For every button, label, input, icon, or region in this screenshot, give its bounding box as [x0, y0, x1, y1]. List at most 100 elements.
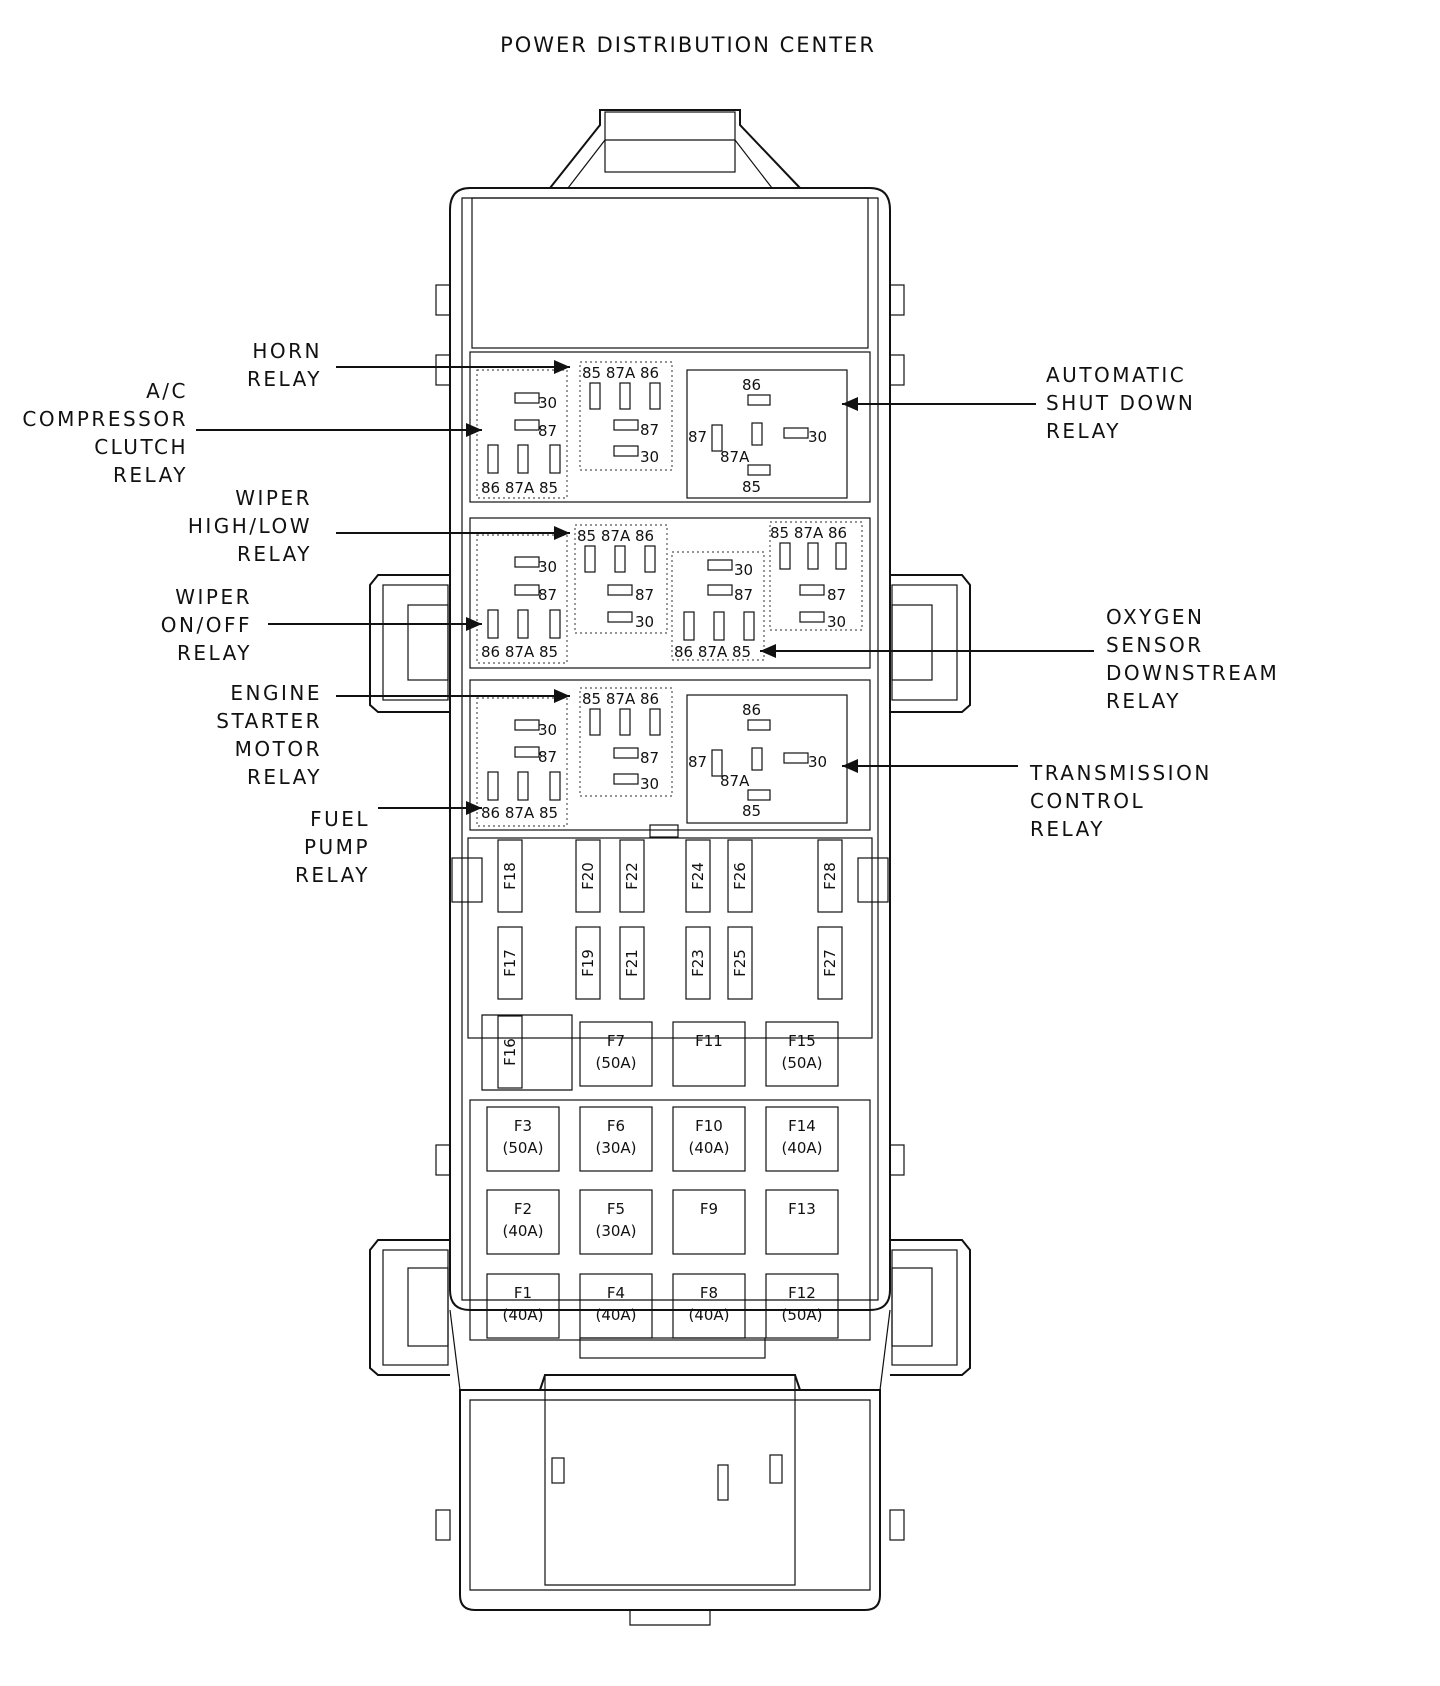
svg-text:F3: F3: [514, 1117, 532, 1135]
automatic-shut-down-relay: 86 87 30 87A 85: [686, 369, 848, 499]
mini-fuse-f24: F24: [685, 839, 711, 913]
maxi-fuse-f9: F9: [672, 1189, 746, 1255]
callout-oxygen-sensor-downstream-relay: OXYGEN SENSOR DOWNSTREAM RELAY: [760, 605, 1279, 713]
maxi-fuses: F7 (50A) F11 F15 (50A) F3 (50A) F6 (30A) F10 (40A)…: [486, 1021, 839, 1339]
wiper-on-off-relay: 30 87 86 87A 85: [476, 534, 568, 664]
svg-text:F10: F10: [695, 1117, 723, 1135]
svg-text:F2: F2: [514, 1200, 532, 1218]
svg-text:MOTOR: MOTOR: [235, 737, 322, 761]
svg-text:RELAY: RELAY: [1106, 689, 1181, 713]
mini-fuse-f22: F22: [619, 839, 645, 913]
svg-text:86 87A 85: 86 87A 85: [481, 479, 558, 497]
svg-text:HIGH/LOW: HIGH/LOW: [188, 514, 312, 538]
callout-transmission-control-relay: TRANSMISSION CONTROL RELAY: [842, 759, 1209, 841]
svg-text:F5: F5: [607, 1200, 625, 1218]
svg-text:RELAY: RELAY: [237, 542, 312, 566]
svg-text:FUEL: FUEL: [310, 807, 370, 831]
svg-text:F7: F7: [607, 1032, 625, 1050]
svg-text:RELAY: RELAY: [247, 367, 322, 391]
svg-text:F18: F18: [501, 862, 519, 890]
svg-text:87: 87: [688, 428, 707, 446]
svg-text:87A: 87A: [720, 448, 750, 466]
svg-text:F1: F1: [514, 1284, 532, 1302]
callout-fuel-pump-relay: FUEL PUMP RELAY: [295, 801, 482, 887]
maxi-fuse-f7: F7 (50A): [579, 1021, 653, 1087]
maxi-fuse-f13: F13: [765, 1189, 839, 1255]
svg-text:(50A): (50A): [781, 1054, 822, 1072]
svg-text:87: 87: [538, 422, 557, 440]
svg-text:(40A): (40A): [502, 1222, 543, 1240]
svg-text:F6: F6: [607, 1117, 625, 1135]
callout-automatic-shut-down-relay: AUTOMATIC SHUT DOWN RELAY: [842, 363, 1193, 443]
svg-text:F27: F27: [821, 949, 839, 977]
engine-starter-motor-relay: 85 87A 86 87 30: [579, 687, 673, 797]
svg-text:HORN: HORN: [252, 339, 322, 363]
svg-text:(40A): (40A): [688, 1139, 729, 1157]
svg-text:F24: F24: [689, 862, 707, 890]
svg-text:85 87A 86: 85 87A 86: [770, 524, 847, 542]
fuse-area: [467, 837, 873, 1359]
svg-text:87A: 87A: [720, 772, 750, 790]
maxi-fuse-f8: F8(40A): [672, 1273, 746, 1339]
svg-text:30: 30: [640, 448, 659, 466]
svg-text:87: 87: [688, 753, 707, 771]
svg-text:OXYGEN: OXYGEN: [1106, 605, 1204, 629]
svg-text:F12: F12: [788, 1284, 816, 1302]
svg-text:86: 86: [742, 376, 761, 394]
mini-fuse-f19: F19: [575, 926, 601, 1000]
svg-text:F15: F15: [788, 1032, 816, 1050]
callout-horn-relay: HORN RELAY: [247, 339, 570, 391]
svg-text:F23: F23: [689, 949, 707, 977]
svg-text:F21: F21: [623, 949, 641, 977]
transmission-control-relay: 86 87 30 87A 85: [686, 694, 848, 824]
svg-text:(40A): (40A): [595, 1306, 636, 1324]
svg-text:WIPER: WIPER: [175, 585, 252, 609]
svg-text:30: 30: [808, 753, 827, 771]
svg-text:RELAY: RELAY: [295, 863, 370, 887]
maxi-fuse-f14: F14(40A): [765, 1106, 839, 1172]
maxi-fuse-f12: F12 (50A): [765, 1273, 839, 1339]
relay-panels: [469, 351, 871, 831]
mini-fuse-f25: F25: [727, 926, 753, 1000]
mini-fuse-f21: F21: [619, 926, 645, 1000]
svg-text:F28: F28: [821, 862, 839, 890]
svg-text:PUMP: PUMP: [304, 835, 370, 859]
maxi-fuse-f4: F4(40A): [579, 1273, 653, 1339]
svg-text:85: 85: [742, 802, 761, 820]
svg-text:SENSOR: SENSOR: [1106, 633, 1204, 657]
svg-text:ENGINE: ENGINE: [230, 681, 322, 705]
svg-text:85 87A 86: 85 87A 86: [577, 527, 654, 545]
svg-text:30: 30: [538, 721, 557, 739]
svg-text:30: 30: [640, 775, 659, 793]
svg-text:DOWNSTREAM: DOWNSTREAM: [1106, 661, 1279, 685]
svg-text:86: 86: [742, 701, 761, 719]
svg-text:ON/OFF: ON/OFF: [161, 613, 252, 637]
wiper-high-low-relay: 85 87A 86 87 30: [574, 524, 668, 634]
svg-text:30: 30: [734, 561, 753, 579]
svg-text:30: 30: [538, 558, 557, 576]
horn-relay: 85 87A 86 87 30: [579, 361, 673, 471]
svg-text:F22: F22: [623, 862, 641, 890]
maxi-fuse-f2: F2 (40A): [486, 1189, 560, 1255]
svg-text:85 87A 86: 85 87A 86: [582, 364, 659, 382]
svg-text:86 87A 85: 86 87A 85: [481, 804, 558, 822]
pdc-housing: [369, 109, 971, 1626]
maxi-fuse-f5: F5(30A): [579, 1189, 653, 1255]
svg-text:A/C: A/C: [146, 379, 188, 403]
svg-text:(50A): (50A): [595, 1054, 636, 1072]
svg-text:(40A): (40A): [688, 1306, 729, 1324]
callout-ac-compressor-clutch-relay: A/C COMPRESSOR CLUTCH RELAY: [22, 379, 482, 487]
svg-text:30: 30: [827, 613, 846, 631]
fuel-pump-relay: 30 87 86 87A 85: [476, 697, 568, 827]
svg-text:STARTER: STARTER: [216, 709, 322, 733]
svg-text:(30A): (30A): [595, 1139, 636, 1157]
svg-text:(50A): (50A): [781, 1306, 822, 1324]
svg-text:87: 87: [538, 748, 557, 766]
svg-text:(40A): (40A): [781, 1139, 822, 1157]
maxi-fuse-f11: F11: [672, 1021, 746, 1087]
svg-text:F13: F13: [788, 1200, 816, 1218]
svg-text:WIPER: WIPER: [235, 486, 312, 510]
oxygen-sensor-downstream-relay: 30 87 86 87A 85: [671, 551, 765, 661]
svg-text:30: 30: [635, 613, 654, 631]
